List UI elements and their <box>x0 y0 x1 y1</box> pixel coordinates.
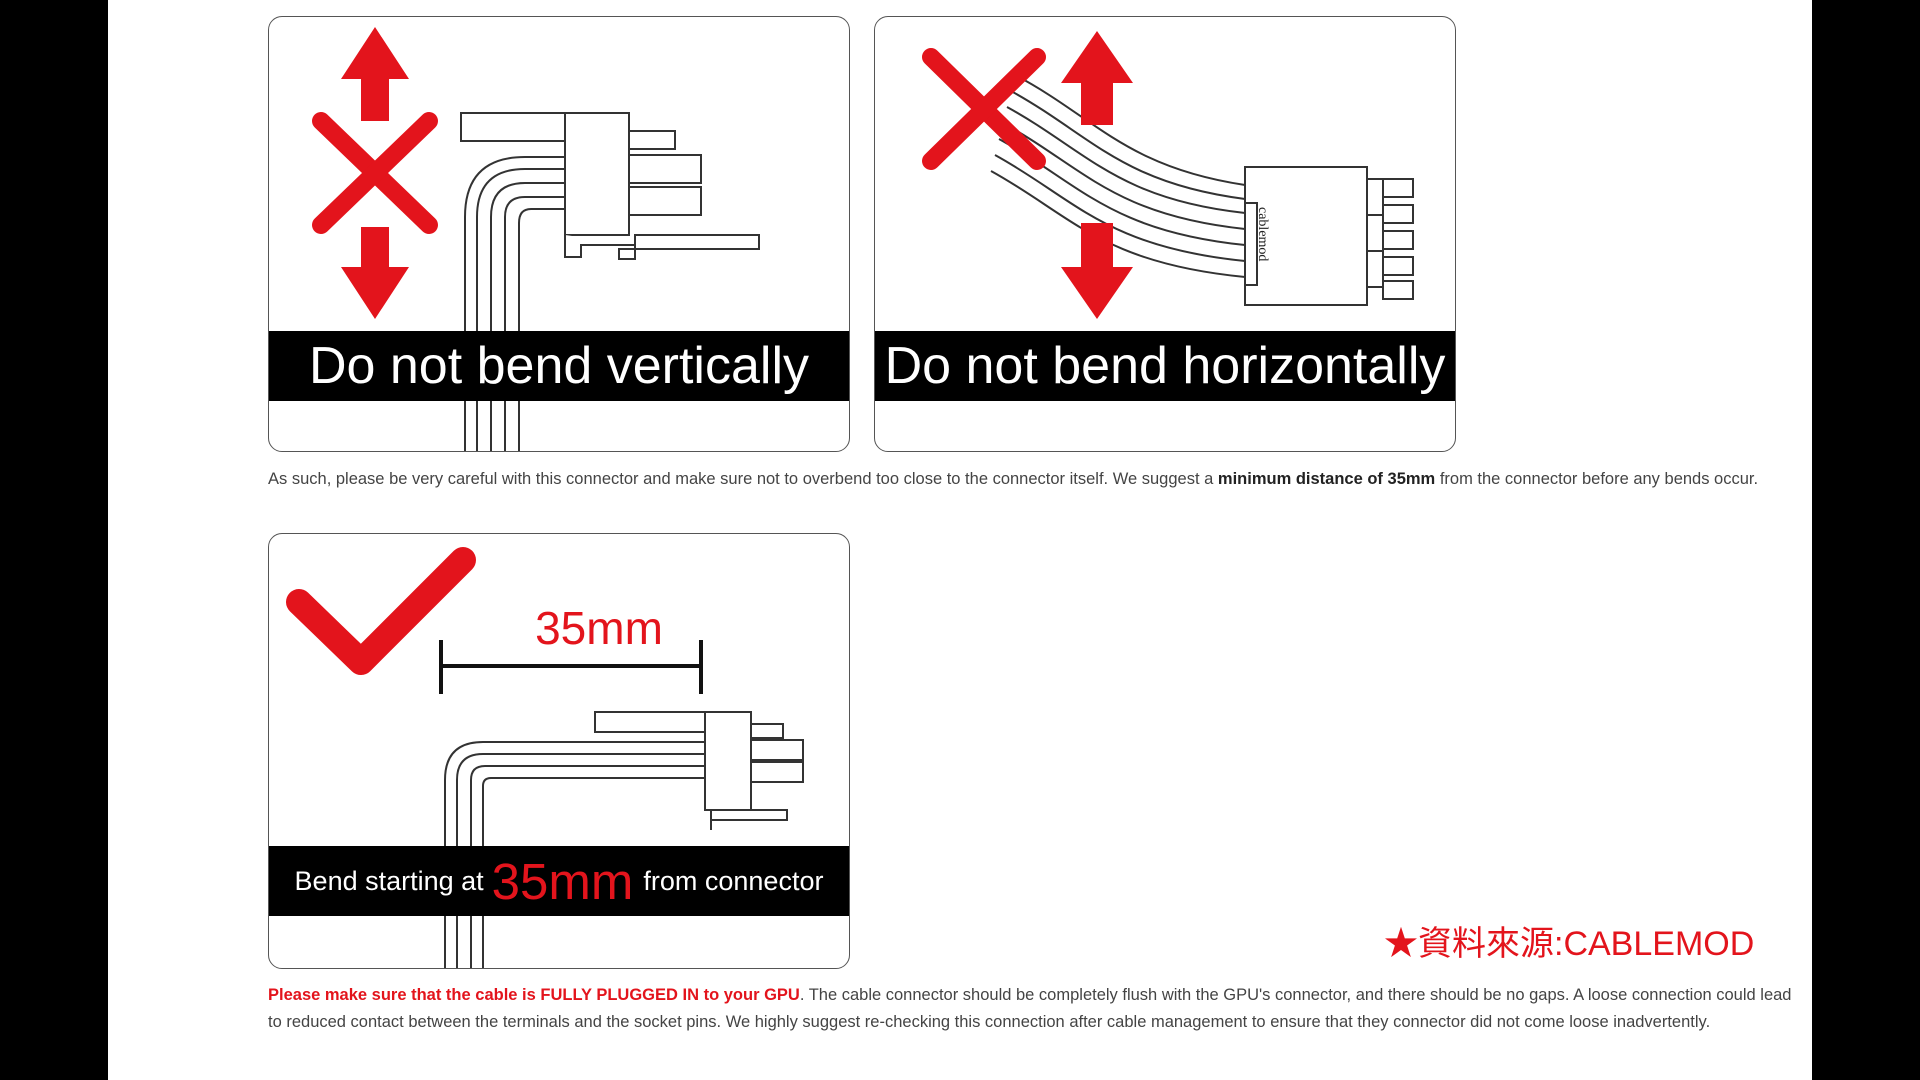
arrow-up-icon <box>341 27 409 121</box>
article-page: Do not bend vertically <box>108 0 1812 1080</box>
x-mark-icon <box>312 112 438 234</box>
cable-illustration-correct: 35mm <box>286 547 804 968</box>
paragraph-text: from the connector before any bends occu… <box>1439 470 1759 488</box>
paragraph-bend-advice: As such, please be very careful with thi… <box>268 466 1808 493</box>
source-credit: ★資料來源:CABLEMOD <box>1384 925 1755 963</box>
paragraph-text: As such, please be very careful with thi… <box>268 470 1214 488</box>
brand-mark: cablemod <box>1255 207 1270 261</box>
arrow-down-icon <box>341 227 409 319</box>
panel-correct-bend: 35mm Bend starting at 35mm from connecto… <box>268 533 850 969</box>
cable-illustration-horizontal: cablemod <box>922 31 1414 319</box>
caption-text: Bend starting at <box>294 865 484 896</box>
arrow-up-icon <box>1061 31 1133 125</box>
right-black-bar <box>1812 0 1920 1080</box>
left-black-bar <box>0 0 108 1080</box>
caption-text: Do not bend horizontally <box>884 337 1446 395</box>
arrow-down-icon <box>1061 223 1133 319</box>
paragraph-emphasis: minimum distance of 35mm <box>1217 470 1436 488</box>
caption-text: from connector <box>643 865 824 896</box>
cable-illustration-vertical <box>312 27 760 451</box>
caption-banner: Do not bend vertically <box>269 331 849 401</box>
dimension-line-icon <box>439 640 703 694</box>
x-mark-icon <box>922 48 1046 170</box>
panel-bend-vertically: Do not bend vertically <box>268 16 850 452</box>
paragraph-text: . The cable connector should be complete… <box>268 986 1792 1031</box>
caption-banner: Do not bend horizontally <box>875 331 1455 401</box>
dimension-label: 35mm <box>535 602 663 654</box>
checkmark-icon <box>286 547 476 675</box>
panel-bend-horizontally: cablemod Do not bend horizontally <box>874 16 1456 452</box>
caption-highlight: 35mm <box>491 852 634 910</box>
paragraph-plug-in-advice: Please make sure that the cable is FULLY… <box>268 982 1808 1036</box>
paragraph-warning: Please make sure that the cable is FULLY… <box>268 986 800 1004</box>
caption-banner: Bend starting at 35mm from connector <box>269 846 849 916</box>
caption-text: Do not bend vertically <box>308 337 810 395</box>
